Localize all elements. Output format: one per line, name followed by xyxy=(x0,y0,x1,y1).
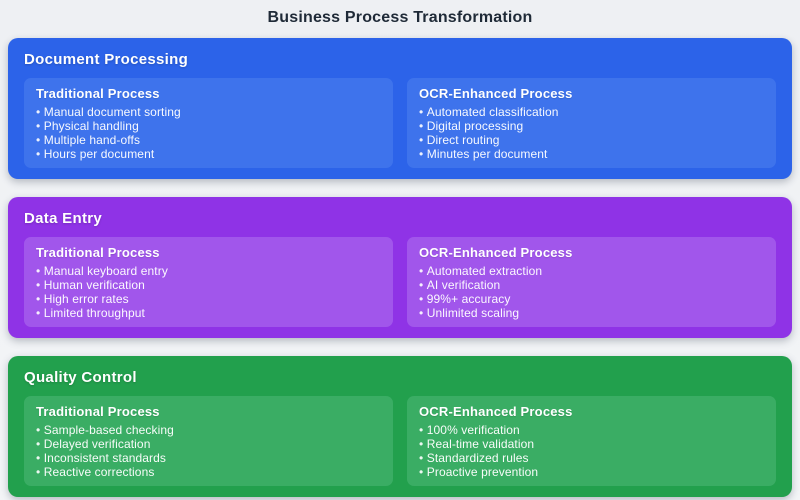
card-ocr-enhanced-process: OCR-Enhanced Process Automated classific… xyxy=(407,78,776,168)
card-title: OCR-Enhanced Process xyxy=(419,86,573,101)
section-title: Quality Control xyxy=(24,369,137,386)
process-item: Multiple hand-offs xyxy=(36,133,381,147)
process-item: Hours per document xyxy=(36,147,381,161)
main-content: Document Processing Traditional Process … xyxy=(0,38,800,497)
process-item: Physical handling xyxy=(36,119,381,133)
process-item: Limited throughput xyxy=(36,306,381,320)
process-item: AI verification xyxy=(419,278,764,292)
process-item: Automated extraction xyxy=(419,264,764,278)
process-item: Automated classification xyxy=(419,105,764,119)
card-title: Traditional Process xyxy=(36,86,160,101)
section-title: Data Entry xyxy=(24,210,103,227)
process-list: Sample-based checking Delayed verificati… xyxy=(36,423,381,479)
cards-row: Traditional Process Sample-based checkin… xyxy=(24,396,776,486)
card-ocr-enhanced-process: OCR-Enhanced Process 100% verification R… xyxy=(407,396,776,486)
process-item: Human verification xyxy=(36,278,381,292)
card-traditional-process: Traditional Process Sample-based checkin… xyxy=(24,396,393,486)
process-item: 100% verification xyxy=(419,423,764,437)
section-quality-control: Quality Control Traditional Process Samp… xyxy=(8,356,792,497)
cards-row: Traditional Process Manual document sort… xyxy=(24,78,776,168)
process-item: Delayed verification xyxy=(36,437,381,451)
process-list: Automated classification Digital process… xyxy=(419,105,764,161)
section-data-entry: Data Entry Traditional Process Manual ke… xyxy=(8,197,792,338)
process-list: Manual keyboard entry Human verification… xyxy=(36,264,381,320)
process-list: 100% verification Real-time validation S… xyxy=(419,423,764,479)
page-title: Business Process Transformation xyxy=(267,9,533,26)
process-item: Reactive corrections xyxy=(36,465,381,479)
process-item: Real-time validation xyxy=(419,437,764,451)
process-item: Inconsistent standards xyxy=(36,451,381,465)
card-title: OCR-Enhanced Process xyxy=(419,404,573,419)
card-title: Traditional Process xyxy=(36,404,160,419)
process-list: Automated extraction AI verification 99%… xyxy=(419,264,764,320)
process-item: Minutes per document xyxy=(419,147,764,161)
process-item: Direct routing xyxy=(419,133,764,147)
process-list: Manual document sorting Physical handlin… xyxy=(36,105,381,161)
cards-row: Traditional Process Manual keyboard entr… xyxy=(24,237,776,327)
process-item: Unlimited scaling xyxy=(419,306,764,320)
process-item: Proactive prevention xyxy=(419,465,764,479)
card-title: OCR-Enhanced Process xyxy=(419,245,573,260)
card-traditional-process: Traditional Process Manual document sort… xyxy=(24,78,393,168)
section-document-processing: Document Processing Traditional Process … xyxy=(8,38,792,179)
process-item: Digital processing xyxy=(419,119,764,133)
card-title: Traditional Process xyxy=(36,245,160,260)
process-item: 99%+ accuracy xyxy=(419,292,764,306)
process-item: High error rates xyxy=(36,292,381,306)
card-traditional-process: Traditional Process Manual keyboard entr… xyxy=(24,237,393,327)
card-ocr-enhanced-process: OCR-Enhanced Process Automated extractio… xyxy=(407,237,776,327)
process-item: Manual keyboard entry xyxy=(36,264,381,278)
section-title: Document Processing xyxy=(24,51,189,68)
process-item: Sample-based checking xyxy=(36,423,381,437)
process-item: Standardized rules xyxy=(419,451,764,465)
process-item: Manual document sorting xyxy=(36,105,381,119)
